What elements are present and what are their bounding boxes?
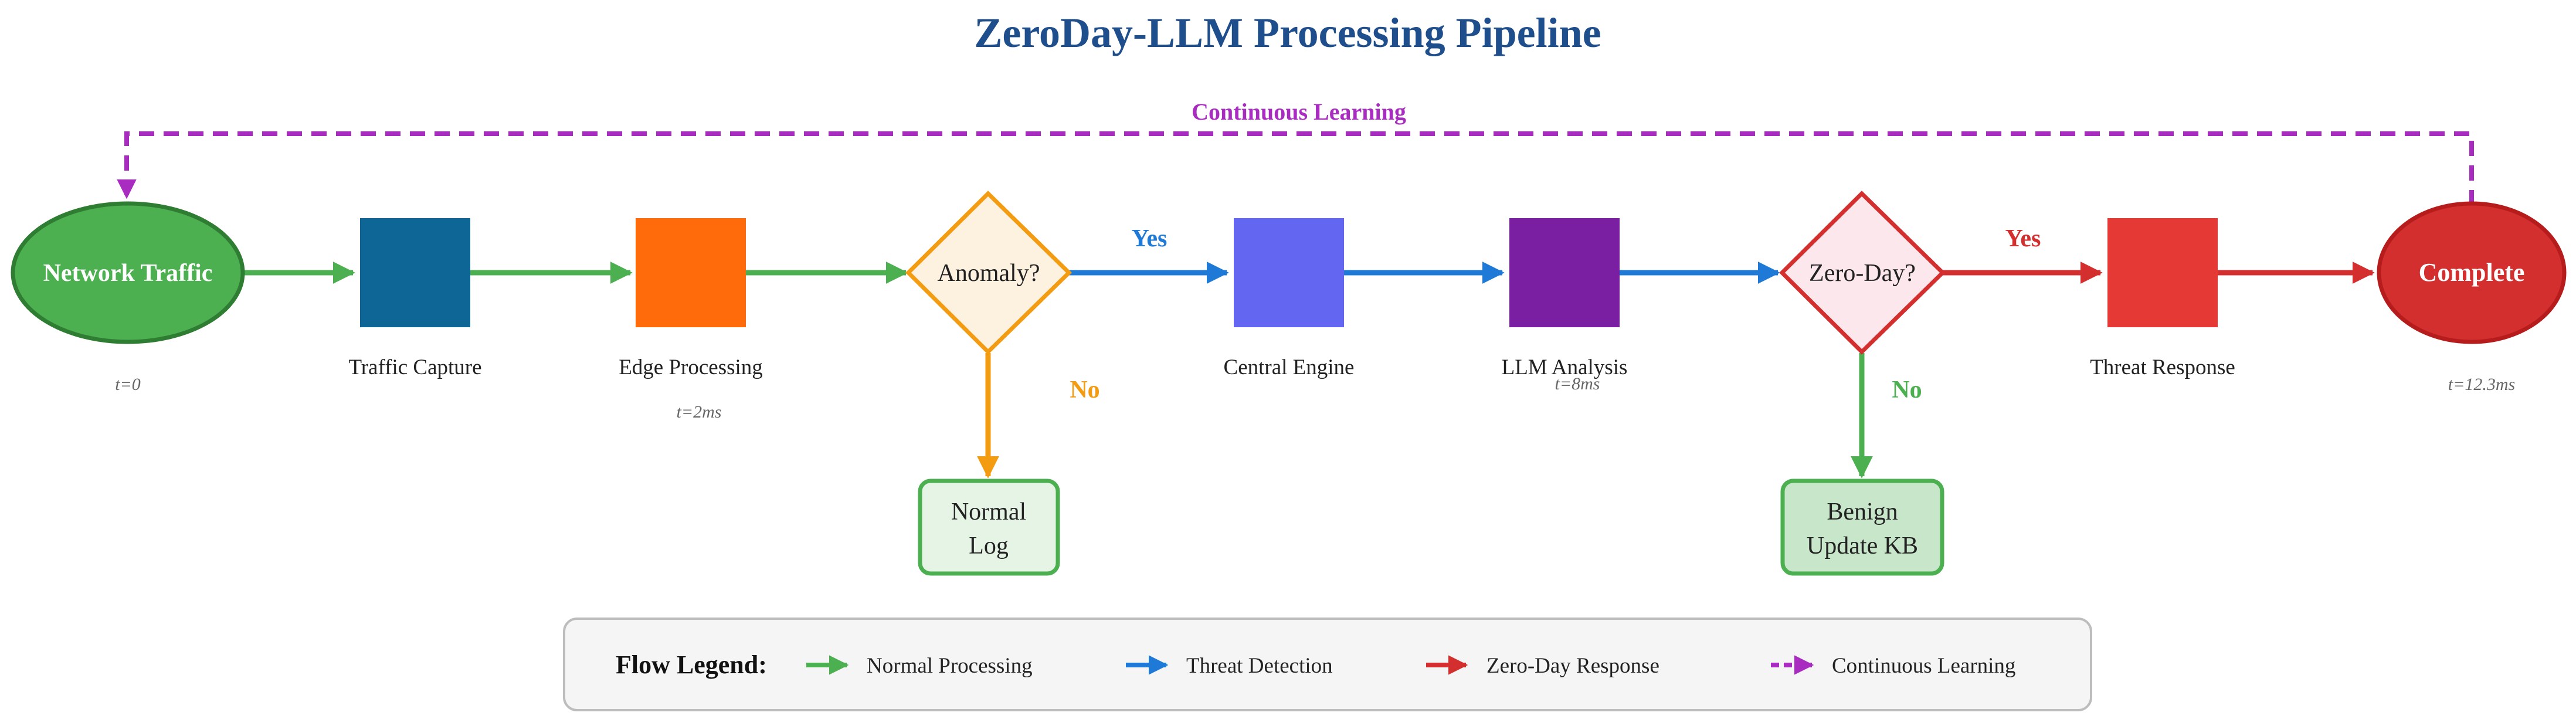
traffic-capture-box bbox=[360, 218, 470, 327]
edge-processing-box bbox=[636, 218, 746, 327]
zero-day-label: Zero-Day? bbox=[1809, 260, 1916, 287]
normal-log-box bbox=[918, 479, 1060, 576]
benign-label-line1: Benign bbox=[1827, 498, 1898, 525]
anomaly-decision-diamond bbox=[905, 191, 1073, 355]
legend-threat-detection-label: Threat Detection bbox=[1186, 654, 1333, 678]
continuous-learning-loop bbox=[117, 131, 2474, 205]
legend-continuous-learning-label: Continuous Learning bbox=[1832, 654, 2015, 678]
benign-label-line2: Update KB bbox=[1807, 532, 1918, 559]
timing-start: t=0 bbox=[115, 375, 141, 394]
diagram-title: ZeroDay-LLM Processing Pipeline bbox=[974, 9, 1601, 56]
timing-llm: t=8ms bbox=[1555, 374, 1600, 393]
zero-day-decision-diamond bbox=[1779, 191, 1946, 355]
timing-end: t=12.3ms bbox=[2448, 375, 2515, 394]
zero-day-no-label: No bbox=[1892, 376, 1922, 403]
timing-edge: t=2ms bbox=[677, 402, 722, 422]
edge-processing-label: Edge Processing bbox=[619, 355, 763, 379]
legend-zero-day-response-label: Zero-Day Response bbox=[1486, 654, 1659, 678]
llm-analysis-label: LLM Analysis bbox=[1502, 355, 1628, 379]
anomaly-label: Anomaly? bbox=[938, 260, 1040, 287]
network-traffic-label: Network Traffic bbox=[43, 260, 213, 287]
complete-label: Complete bbox=[2419, 258, 2525, 287]
legend-normal-processing-label: Normal Processing bbox=[867, 654, 1033, 678]
benign-update-kb-box bbox=[1780, 479, 1944, 576]
central-engine-label: Central Engine bbox=[1224, 355, 1355, 379]
traffic-capture-label: Traffic Capture bbox=[348, 355, 481, 379]
network-traffic-node bbox=[11, 201, 245, 344]
anomaly-yes-label: Yes bbox=[1132, 225, 1167, 252]
continuous-learning-label: Continuous Learning bbox=[1192, 99, 1406, 125]
anomaly-no-label: No bbox=[1070, 376, 1099, 403]
zero-day-yes-label: Yes bbox=[2005, 225, 2041, 252]
complete-node bbox=[2377, 201, 2567, 344]
llm-analysis-box bbox=[1509, 218, 1620, 327]
normal-log-label-line1: Normal bbox=[951, 498, 1026, 525]
threat-response-box bbox=[2107, 218, 2218, 327]
legend-title: Flow Legend: bbox=[616, 650, 767, 679]
threat-response-label: Threat Response bbox=[2090, 355, 2235, 379]
normal-log-label-line2: Log bbox=[969, 532, 1009, 559]
legend-box bbox=[563, 618, 2092, 711]
central-engine-box bbox=[1234, 218, 1344, 327]
